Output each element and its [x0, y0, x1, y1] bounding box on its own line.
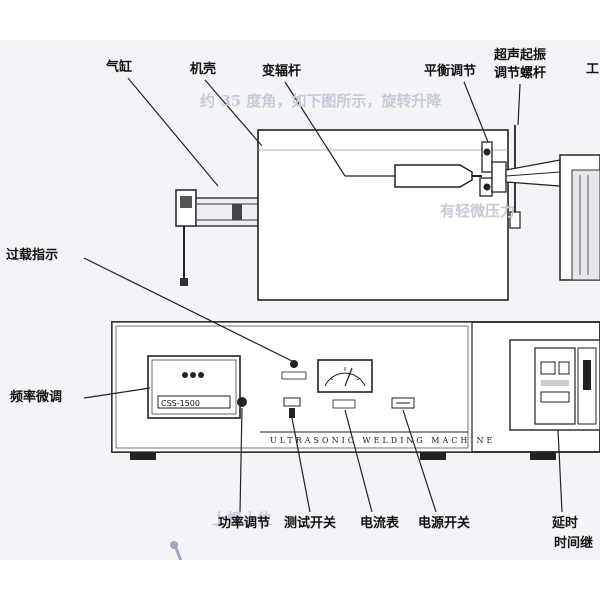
horn-rod [394, 164, 482, 188]
cylinder [175, 189, 259, 286]
label-power-switch: 电源开关 [418, 516, 471, 531]
ammeter [317, 359, 373, 409]
faint-background-text-1: 约 35 度角，如下图所示，旋转升降 [200, 92, 442, 110]
label-power-adjust: 功率调节 [218, 516, 271, 531]
label-frequency: 频率微调 [10, 390, 63, 405]
timer-relay [509, 339, 600, 431]
label-adjust-screw-1: 超声起振 [494, 48, 547, 63]
label-housing: 机壳 [190, 62, 217, 77]
label-overload: 过载指示 [6, 248, 59, 263]
svg-text:CSS-1500: CSS-1500 [161, 399, 200, 408]
power-switch-drawing [391, 397, 415, 409]
label-horn-rod: 变辐杆 [262, 64, 302, 79]
label-delay-relay: 时间继 [554, 536, 594, 551]
power-knob [237, 397, 247, 407]
label-adjust-screw-2: 调节螺杆 [494, 66, 547, 81]
frequency-panel: CSS-1500 [147, 355, 241, 419]
label-workpiece-partial: 工 [586, 62, 600, 77]
label-delay: 延时 [552, 516, 579, 531]
faint-background-text-3: 上焊止位 [212, 510, 273, 528]
label-ammeter: 电流表 [360, 516, 400, 531]
workpiece-fixture [505, 154, 600, 281]
test-switch-drawing [283, 397, 301, 418]
overload-indicator [281, 360, 307, 380]
faint-background-text-2: 有轻微压力 [440, 202, 516, 220]
top-white-margin [0, 0, 600, 40]
label-cylinder: 气缸 [106, 60, 133, 75]
label-test-switch: 测试开关 [284, 516, 337, 531]
leader-lines [83, 77, 563, 513]
svg-text:ULTRASONIC WELDING MACHINE: ULTRASONIC WELDING MACHINE [270, 436, 495, 445]
housing [257, 129, 509, 301]
label-balance-adjust: 平衡调节 [424, 64, 477, 79]
bottom-white-margin [0, 560, 600, 600]
